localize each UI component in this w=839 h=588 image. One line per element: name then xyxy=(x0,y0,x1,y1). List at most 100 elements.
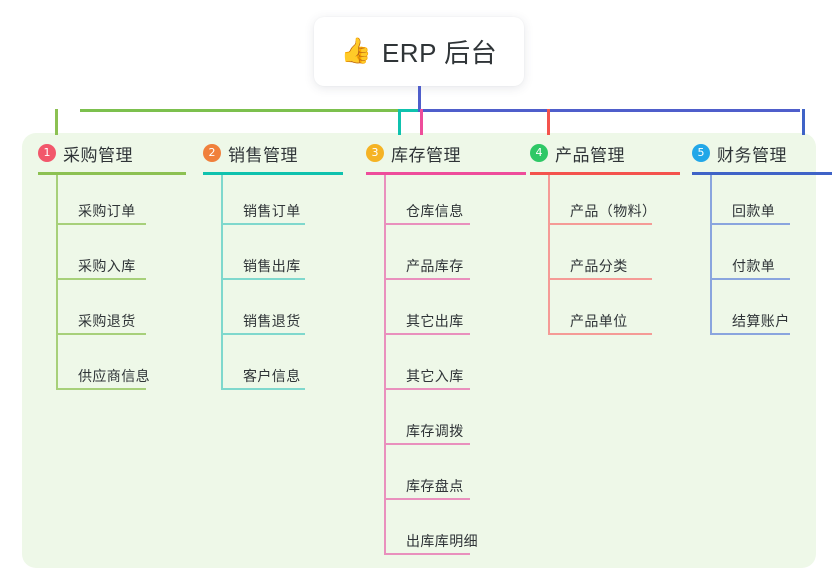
trunk-connector xyxy=(418,86,421,111)
leaf-item-rule xyxy=(56,333,146,335)
leaf-item-label: 付款单 xyxy=(732,258,776,274)
drop-connector-3 xyxy=(420,109,423,135)
leaf-item[interactable]: 产品单位 xyxy=(548,285,680,340)
leaf-item-label: 其它出库 xyxy=(406,313,464,329)
branch-number-badge: 4 xyxy=(530,144,548,162)
branch-column-2: 2 销售管理销售订单销售出库销售退货客户信息 xyxy=(203,140,343,395)
leaf-item[interactable]: 客户信息 xyxy=(221,340,343,395)
branch-column-1: 1 采购管理采购订单采购入库采购退货供应商信息 xyxy=(38,140,186,395)
branch-number-badge: 1 xyxy=(38,144,56,162)
leaf-item-label: 回款单 xyxy=(732,203,776,219)
branch-title: 销售管理 xyxy=(228,145,298,165)
leaf-item-label: 供应商信息 xyxy=(78,368,150,384)
branch-leaf-list: 仓库信息产品库存其它出库其它入库库存调拨库存盘点出库库明细 xyxy=(384,175,526,560)
leaf-item-label: 客户信息 xyxy=(243,368,301,384)
bus-connector-left xyxy=(80,109,402,112)
leaf-item-rule xyxy=(221,388,305,390)
leaf-item-label: 销售订单 xyxy=(243,203,301,219)
leaf-item-rule xyxy=(710,278,790,280)
diagram-panel xyxy=(22,133,816,568)
leaf-item[interactable]: 结算账户 xyxy=(710,285,832,340)
branch-spine xyxy=(221,175,223,390)
branch-spine xyxy=(710,175,712,335)
branch-number-badge: 2 xyxy=(203,144,221,162)
branch-spine xyxy=(384,175,386,555)
branch-header-rule xyxy=(530,172,680,175)
leaf-item[interactable]: 采购入库 xyxy=(56,230,186,285)
leaf-item[interactable]: 其它出库 xyxy=(384,285,526,340)
leaf-item-rule xyxy=(384,223,470,225)
leaf-item-rule xyxy=(384,333,470,335)
leaf-item-label: 产品（物料） xyxy=(570,203,657,219)
branch-header-rule xyxy=(38,172,186,175)
branch-header-4[interactable]: 4 产品管理 xyxy=(530,140,680,166)
branch-spine xyxy=(548,175,550,335)
leaf-item-label: 采购入库 xyxy=(78,258,136,274)
thumbs-up-icon: 👍 xyxy=(340,37,372,65)
leaf-item[interactable]: 产品（物料） xyxy=(548,175,680,230)
leaf-item[interactable]: 销售订单 xyxy=(221,175,343,230)
root-node-title: ERP 后台 xyxy=(381,38,498,68)
branch-column-4: 4 产品管理产品（物料） 产品分类产品单位 xyxy=(530,140,680,340)
leaf-item-rule xyxy=(384,553,470,555)
leaf-item-label: 仓库信息 xyxy=(406,203,464,219)
branch-title: 采购管理 xyxy=(63,145,133,165)
leaf-item[interactable]: 库存调拨 xyxy=(384,395,526,450)
branch-header-rule xyxy=(366,172,526,175)
leaf-item[interactable]: 销售出库 xyxy=(221,230,343,285)
drop-connector-5 xyxy=(802,109,805,135)
branch-leaf-list: 销售订单销售出库销售退货客户信息 xyxy=(221,175,343,395)
leaf-item[interactable]: 供应商信息 xyxy=(56,340,186,395)
leaf-item-rule xyxy=(221,278,305,280)
leaf-item[interactable]: 销售退货 xyxy=(221,285,343,340)
branch-header-1[interactable]: 1 采购管理 xyxy=(38,140,186,166)
branch-title: 财务管理 xyxy=(717,145,787,165)
branch-number-badge: 5 xyxy=(692,144,710,162)
leaf-item-rule xyxy=(56,278,146,280)
root-node-erp-backend[interactable]: 👍 ERP 后台 xyxy=(314,17,524,86)
leaf-item-rule xyxy=(384,278,470,280)
drop-connector-1 xyxy=(55,109,58,135)
leaf-item-rule xyxy=(56,223,146,225)
leaf-item[interactable]: 采购退货 xyxy=(56,285,186,340)
leaf-item-rule xyxy=(548,223,652,225)
leaf-item-rule xyxy=(548,333,652,335)
leaf-item-rule xyxy=(384,388,470,390)
leaf-item-rule xyxy=(710,223,790,225)
drop-connector-4 xyxy=(547,109,550,135)
branch-number-badge: 3 xyxy=(366,144,384,162)
leaf-item[interactable]: 采购订单 xyxy=(56,175,186,230)
leaf-item-label: 产品分类 xyxy=(570,258,628,274)
branch-header-5[interactable]: 5 财务管理 xyxy=(692,140,832,166)
drop-connector-2 xyxy=(398,109,401,135)
leaf-item-rule xyxy=(384,443,470,445)
leaf-item-label: 库存调拨 xyxy=(406,423,464,439)
branch-header-2[interactable]: 2 销售管理 xyxy=(203,140,343,166)
leaf-item[interactable]: 回款单 xyxy=(710,175,832,230)
leaf-item-label: 其它入库 xyxy=(406,368,464,384)
leaf-item[interactable]: 其它入库 xyxy=(384,340,526,395)
leaf-item[interactable]: 产品分类 xyxy=(548,230,680,285)
leaf-item[interactable]: 仓库信息 xyxy=(384,175,526,230)
leaf-item-label: 采购订单 xyxy=(78,203,136,219)
branch-header-rule xyxy=(203,172,343,175)
leaf-item[interactable]: 付款单 xyxy=(710,230,832,285)
bus-connector-right xyxy=(418,109,800,112)
branch-title: 产品管理 xyxy=(555,145,625,165)
leaf-item-label: 销售出库 xyxy=(243,258,301,274)
leaf-item[interactable]: 产品库存 xyxy=(384,230,526,285)
branch-spine xyxy=(56,175,58,390)
leaf-item-label: 销售退货 xyxy=(243,313,301,329)
leaf-item-rule xyxy=(548,278,652,280)
leaf-item-rule xyxy=(221,333,305,335)
branch-leaf-list: 采购订单采购入库采购退货供应商信息 xyxy=(56,175,186,395)
leaf-item-label: 出库库明细 xyxy=(406,533,478,549)
leaf-item-rule xyxy=(710,333,790,335)
leaf-item[interactable]: 出库库明细 xyxy=(384,505,526,560)
leaf-item[interactable]: 库存盘点 xyxy=(384,450,526,505)
leaf-item-rule xyxy=(384,498,470,500)
leaf-item-label: 采购退货 xyxy=(78,313,136,329)
